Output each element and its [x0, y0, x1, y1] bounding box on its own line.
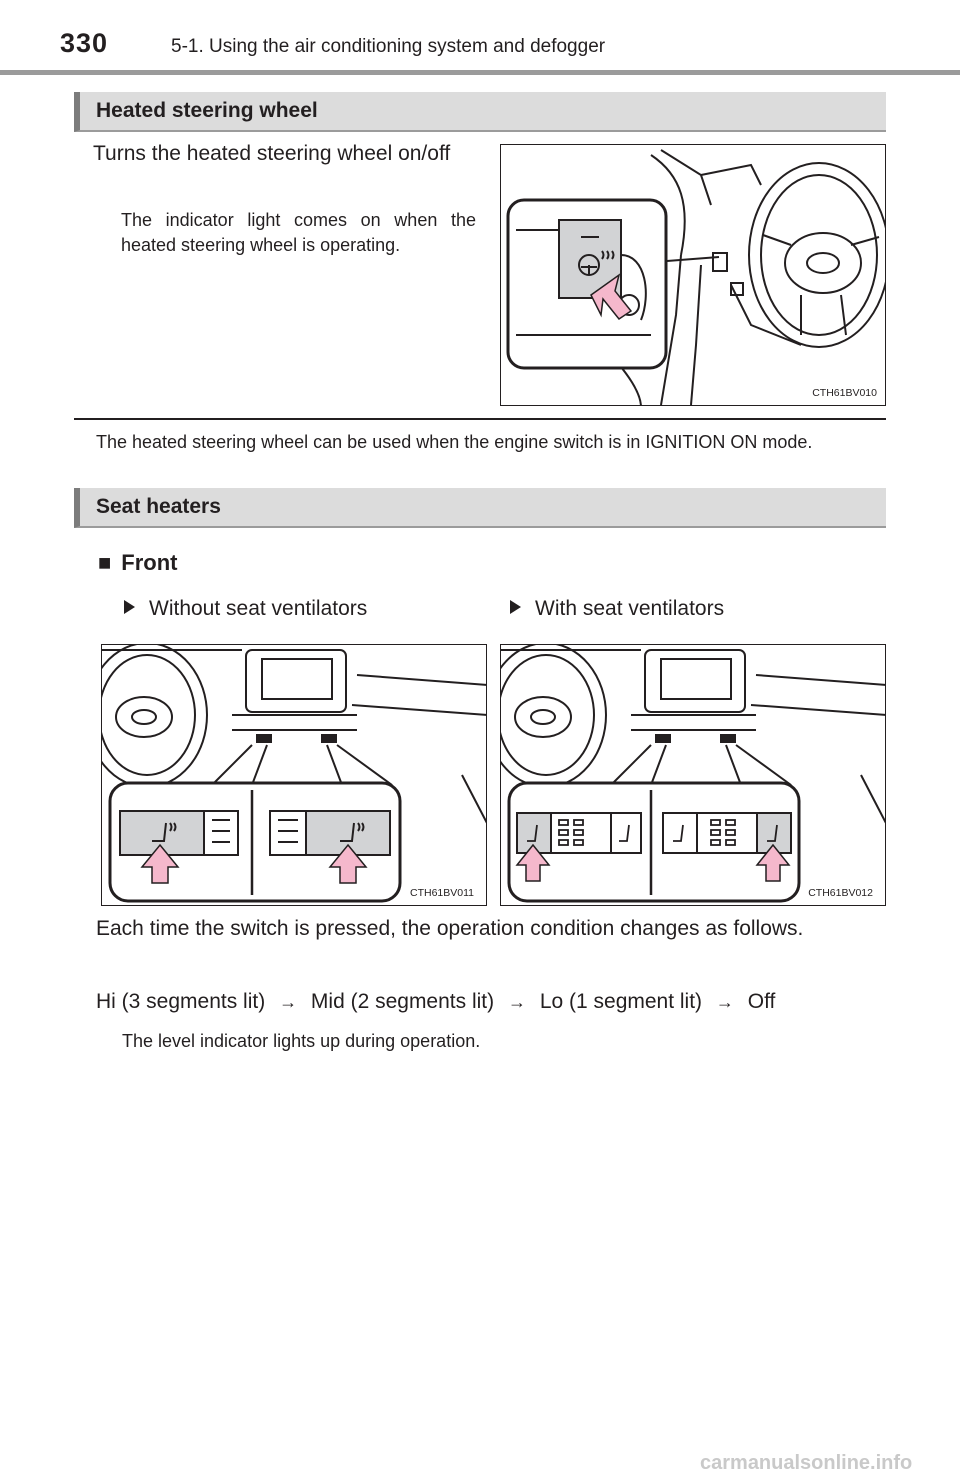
- seat-figure-with-ventilators: CTH61BV012: [500, 644, 886, 906]
- seat-illustration-left: [102, 645, 486, 903]
- variant-right-label: With seat ventilators: [510, 597, 724, 621]
- watermark: carmanualsonline.info: [700, 1452, 913, 1474]
- steering-switch-figure: CTH61BV010: [500, 144, 886, 406]
- figure-code-right: CTH61BV012: [808, 887, 873, 899]
- seat-footnote: The level indicator lights up during ope…: [122, 1031, 481, 1051]
- sequence-step-mid: Mid (2 segments lit): [310, 990, 495, 1013]
- arrow-right-icon: →: [279, 992, 298, 1012]
- steering-condition: The heated steering wheel can be used wh…: [96, 432, 813, 452]
- seat-figure-without-ventilators: CTH61BV011: [101, 644, 487, 906]
- subheading-front-label: Front: [121, 550, 178, 575]
- bullet-square-icon: ■: [98, 550, 112, 575]
- chapter-title: 5-1. Using the air conditioning system a…: [171, 36, 606, 57]
- variant-right-text: With seat ventilators: [535, 597, 725, 620]
- triangle-bullet-icon: [510, 600, 521, 614]
- seat-explanation: Each time the switch is pressed, the ope…: [96, 917, 804, 940]
- steering-instruction: Turns the heated steering wheel on/off: [93, 142, 451, 165]
- subheading-front: ■ Front: [98, 550, 178, 576]
- variant-left-text: Without seat ventilators: [149, 597, 368, 620]
- sequence-step-lo: Lo (1 segment lit): [539, 990, 703, 1013]
- triangle-bullet-icon: [124, 600, 135, 614]
- sequence-step-off: Off: [747, 990, 776, 1013]
- header-rule: [0, 70, 960, 75]
- variant-left-label: Without seat ventilators: [124, 597, 367, 621]
- steering-switch-illustration: [506, 149, 885, 405]
- steering-note: The indicator light comes on when the he…: [121, 210, 476, 255]
- arrow-right-icon: →: [715, 992, 734, 1012]
- seat-illustration-right: [501, 645, 885, 903]
- seat-sequence: Hi (3 segments lit) → Mid (2 segments li…: [96, 985, 896, 1019]
- page-number: 330: [60, 28, 109, 58]
- section-title-seat: Seat heaters: [96, 495, 221, 518]
- section-heading-steering: Heated steering wheel: [74, 92, 886, 132]
- section-heading-seat: Seat heaters: [74, 488, 886, 528]
- arrow-right-icon: →: [507, 992, 526, 1012]
- figure-code-left: CTH61BV011: [409, 887, 474, 899]
- sequence-step-hi: Hi (3 segments lit): [96, 990, 266, 1013]
- figure-code-steering: CTH61BV010: [812, 387, 877, 399]
- section-divider: [74, 418, 886, 420]
- section-title-steering: Heated steering wheel: [96, 99, 318, 122]
